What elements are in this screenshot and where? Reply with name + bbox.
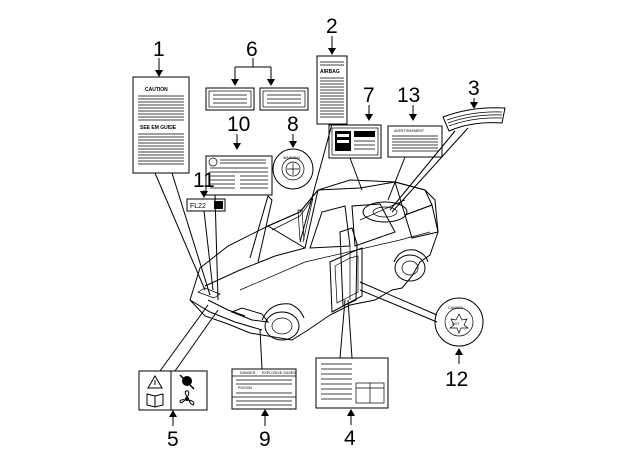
callout-6-bracket-arrows	[231, 58, 275, 86]
callout-12-arrow	[455, 348, 463, 364]
airbag-title: AIRBAG	[320, 69, 340, 75]
danger-subtitle: EXPLOSIVE GASES	[262, 371, 296, 375]
callout-8-arrow	[289, 134, 297, 148]
poison-title: POISON	[238, 386, 252, 390]
label-12-canada-dot-ring: CANADA DOT	[434, 297, 484, 347]
leader-lines	[154, 123, 469, 372]
caution-title: CAUTION	[145, 87, 168, 93]
label-1-caution-card: CAUTION SEE EM GUIDE	[132, 76, 190, 174]
fuel-pump-icon	[214, 201, 223, 209]
callout-3: 3	[468, 77, 480, 100]
callout-10-arrow	[233, 134, 241, 150]
callout-2: 2	[326, 15, 338, 38]
label-8-warning-ring: WARNING	[272, 148, 314, 190]
maple-leaf-icon	[448, 313, 470, 334]
label-9-danger-plate: DANGER EXPLOSIVE GASES POISON	[231, 368, 297, 410]
label-13-avertissement-card: AVERTISSEMENT	[387, 125, 443, 158]
label-10-emission-card	[205, 155, 273, 196]
label-7-diagram-plate	[328, 124, 382, 159]
label-2-airbag-card: AIRBAG	[316, 55, 348, 125]
callout-1-arrow	[155, 58, 163, 77]
avertissement-title: AVERTISSEMENT	[394, 129, 425, 133]
callout-3-arrow	[470, 98, 478, 109]
label-5-pictogram-plate	[138, 370, 208, 411]
label-11-fuel-tag: FL22	[186, 198, 226, 212]
callout-2-arrow	[328, 36, 336, 55]
callout-4: 4	[344, 427, 356, 450]
callout-12: 12	[445, 368, 468, 391]
danger-title: DANGER	[240, 371, 256, 375]
callout-4-arrow	[347, 409, 355, 425]
callout-13: 13	[397, 84, 420, 107]
callout-9-arrow	[261, 409, 269, 426]
callout-5-arrow	[169, 410, 177, 426]
callout-11: 11	[193, 169, 215, 192]
caution-subtitle: SEE EM GUIDE	[140, 125, 177, 131]
callout-7: 7	[363, 84, 375, 107]
callout-5: 5	[167, 428, 179, 451]
callout-7-arrow	[365, 105, 373, 121]
label-4-info-plate	[315, 357, 389, 409]
fuel-code: FL22	[190, 203, 206, 210]
callout-11-arrow	[200, 190, 208, 198]
label-6-small-plates	[205, 87, 309, 111]
callout-6: 6	[246, 38, 258, 61]
warning-ring-text: WARNING	[283, 156, 300, 160]
callout-13-arrow	[409, 105, 417, 121]
callout-9: 9	[259, 428, 271, 451]
dot-text: DOT	[452, 322, 460, 326]
callout-1: 1	[153, 38, 165, 61]
car-illustration	[189, 179, 439, 341]
fan-icon	[179, 390, 195, 406]
callout-10: 10	[227, 113, 250, 136]
canada-text: CANADA	[448, 306, 464, 310]
label-3-curved-strip	[442, 107, 506, 132]
callout-8: 8	[287, 113, 299, 136]
